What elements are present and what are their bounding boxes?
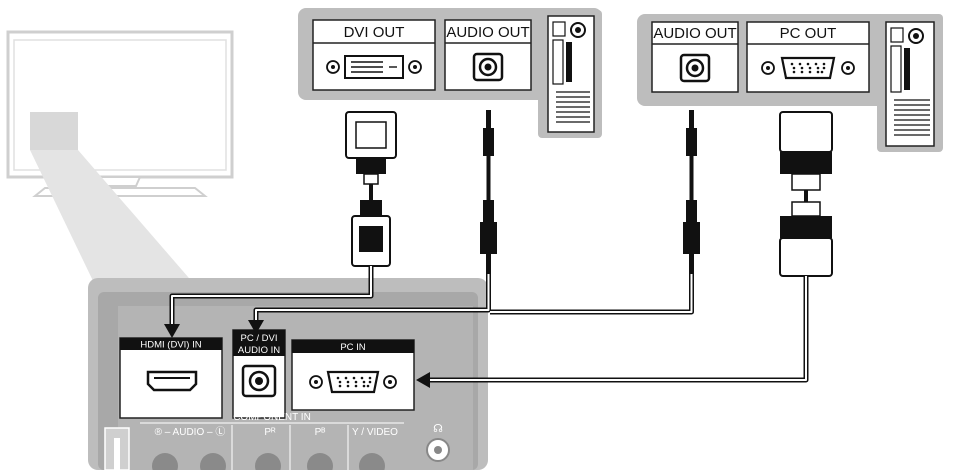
pr-label: Pᴿ xyxy=(264,427,276,438)
hdmi-dvi-in-label-bg xyxy=(120,338,222,350)
pc-dvi-audio-in-port-group: PC / DVI AUDIO IN xyxy=(232,329,286,419)
pc-dvi-audio-in-label-line1: PC / DVI xyxy=(241,333,278,344)
pc1-tower-icon xyxy=(547,15,595,133)
audio-lr-label: ® – AUDIO – Ⓛ xyxy=(155,426,226,438)
pc2-audio-cable xyxy=(490,110,700,315)
dvi-to-hdmi-cable xyxy=(164,111,397,338)
headphone-icon: ☊ xyxy=(433,423,443,435)
y-video-label: Y / VIDEO xyxy=(352,427,398,438)
pc-dvi-audio-in-label-line2: AUDIO IN xyxy=(238,345,280,356)
hdmi-port xyxy=(146,370,198,392)
arrow-to-audio-in-icon xyxy=(248,320,264,334)
arrow-to-hdmi-icon xyxy=(164,324,180,338)
pc2-audio-out-label: AUDIO OUT xyxy=(653,25,736,42)
audio-l-jack xyxy=(152,453,178,470)
hdmi-dvi-in-label: HDMI (DVI) IN xyxy=(140,340,201,351)
component-in-area: COMPONENT IN ® – AUDIO – Ⓛ Pᴿ Pᴮ Y / VID… xyxy=(104,412,450,470)
arrow-to-pc-in-icon xyxy=(416,372,430,388)
pc2-back-panel: AUDIO OUT PC OUT xyxy=(637,14,943,152)
zoom-callout xyxy=(30,150,195,285)
pc1-audio-out-label: AUDIO OUT xyxy=(446,24,529,41)
pc2-pc-out-label: PC OUT xyxy=(780,25,837,42)
y-video-jack xyxy=(359,453,385,470)
hdmi-dvi-in-port-group: HDMI (DVI) IN xyxy=(119,337,223,419)
pc-in-port-group: PC IN xyxy=(291,339,415,411)
audio-r-jack xyxy=(200,453,226,470)
pb-label: Pᴮ xyxy=(315,427,326,438)
pc-in-label: PC IN xyxy=(340,342,365,353)
pc-in-label-bg xyxy=(292,340,414,353)
pc1-audio-cable xyxy=(248,110,497,334)
vga-pc-out-port xyxy=(780,56,836,80)
pc1-back-panel: DVI OUT AUDIO OUT xyxy=(298,8,602,138)
pb-jack xyxy=(307,453,333,470)
pr-jack xyxy=(255,453,281,470)
pc2-tower-icon xyxy=(885,21,935,147)
vga-cable xyxy=(416,111,833,388)
component-in-label: COMPONENT IN xyxy=(233,412,311,423)
pc-dvi-audio-in-label-bg xyxy=(233,330,285,356)
tv-port-area-highlight xyxy=(30,112,78,150)
pc1-dvi-out-label: DVI OUT xyxy=(344,24,405,41)
